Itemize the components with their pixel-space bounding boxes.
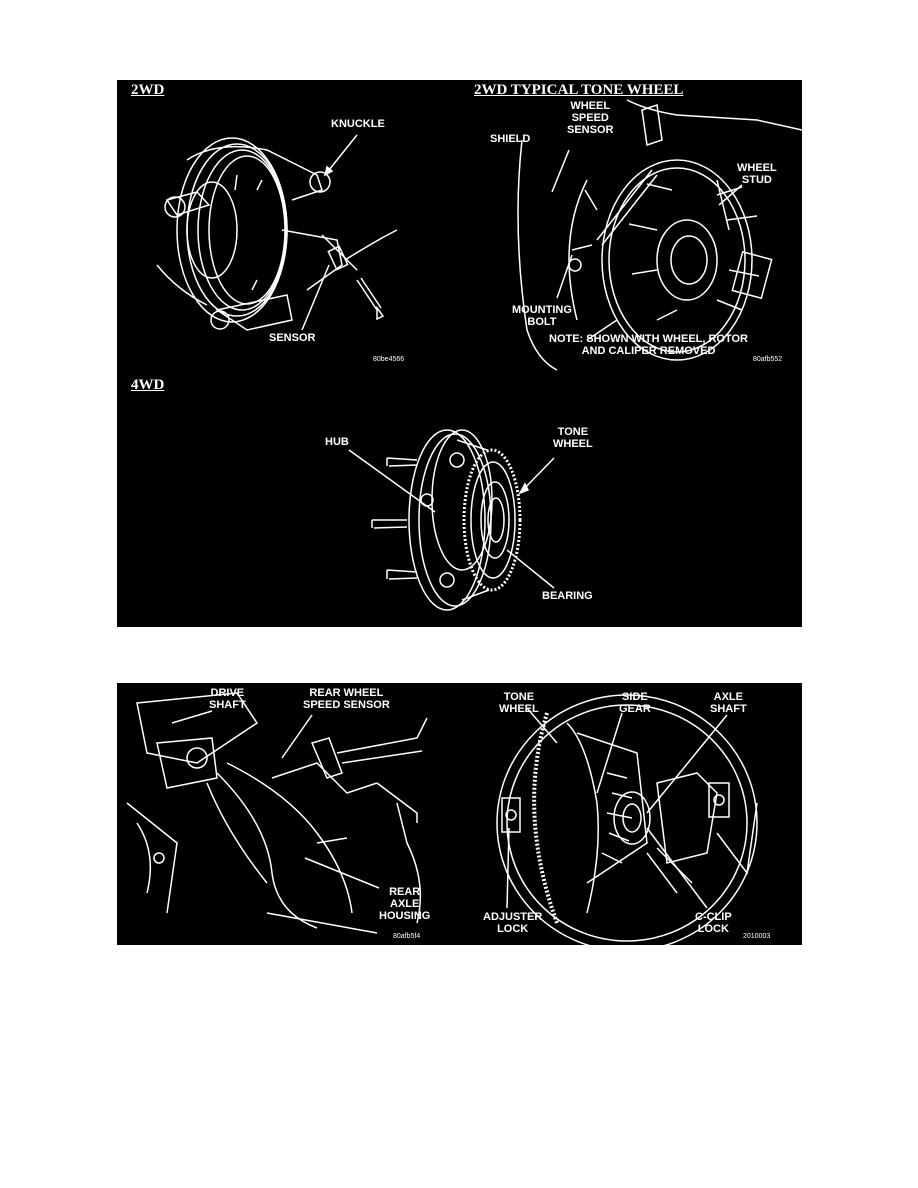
knuckle-hub-drawing: [156, 137, 398, 331]
differential-drawing: [496, 694, 758, 945]
hub-bearing-drawing: [371, 429, 522, 611]
rear-axle-drawing: [126, 692, 428, 934]
label-axle-shaft: AXLE SHAFT: [710, 691, 747, 715]
figure-code-differential: 2010003: [743, 933, 771, 940]
figure-code-2wd: 80be4566: [373, 356, 405, 363]
label-note-removed: NOTE: SHOWN WITH WHEEL, ROTOR AND CALIPE…: [549, 333, 749, 357]
label-c-clip-lock: C-CLIP LOCK: [695, 911, 732, 935]
tone-wheel-hub-drawing: [517, 99, 802, 371]
header-2wd: 2WD: [131, 82, 165, 98]
figure-bottom-drawings: [126, 692, 758, 945]
label-side-gear: SIDE GEAR: [619, 691, 651, 715]
label-rear-wheel-speed-sensor: REAR WHEEL SPEED SENSOR: [303, 687, 390, 711]
label-bearing: BEARING: [542, 590, 593, 602]
label-hub: HUB: [325, 436, 349, 448]
label-knuckle: KNUCKLE: [331, 118, 385, 130]
label-mounting-bolt: MOUNTING BOLT: [512, 304, 572, 328]
label-drive-shaft: DRIVE SHAFT: [209, 687, 246, 711]
label-wheel-stud: WHEEL STUD: [737, 162, 777, 186]
label-rear-axle-housing: REAR AXLE HOUSING: [379, 886, 431, 922]
figure-code-tone-wheel: 80afb552: [753, 356, 783, 363]
figure-top-panel: 2WD 2WD TYPICAL TONE WHEEL 4WD KNUCKLE S…: [117, 80, 802, 627]
figure-bottom-panel: DRIVE SHAFT REAR WHEEL SPEED SENSOR REAR…: [117, 683, 802, 945]
label-shield: SHIELD: [490, 133, 531, 145]
label-wheel-speed-sensor: WHEEL SPEED SENSOR: [567, 100, 614, 136]
figure-top-drawings: [156, 99, 802, 611]
figure-code-rear-axle: 80afb5f4: [393, 933, 421, 940]
header-2wd-typical-tone-wheel: 2WD TYPICAL TONE WHEEL: [474, 82, 684, 98]
label-sensor: SENSOR: [269, 332, 316, 344]
header-4wd: 4WD: [131, 377, 165, 393]
label-tone-wheel-4wd: TONE WHEEL: [553, 426, 593, 450]
label-tone-wheel-rear: TONE WHEEL: [499, 691, 539, 715]
label-adjuster-lock: ADJUSTER LOCK: [483, 911, 543, 935]
